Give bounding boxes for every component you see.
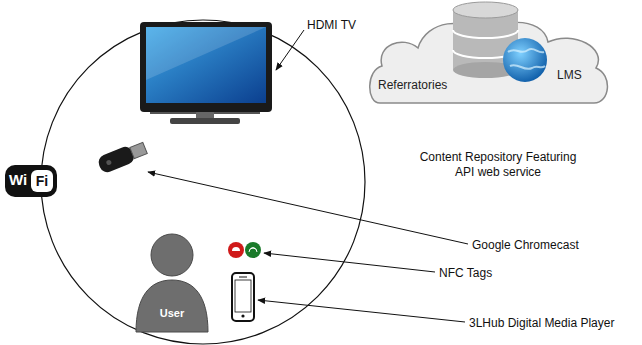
nfc-tags: [228, 242, 261, 258]
node-caption: Content Repository Featuring API web ser…: [418, 150, 578, 180]
wifi-text: Fi: [36, 173, 48, 190]
user-icon: [136, 234, 208, 332]
callout-label: Google Chromecast: [472, 238, 579, 252]
tv-icon: [140, 22, 272, 124]
wifi-text: Wi: [9, 171, 27, 189]
globe-icon: [503, 38, 547, 82]
chromecast-icon: [96, 140, 148, 175]
callout-label: 3LHub Digital Media Player: [469, 316, 614, 330]
phone-icon: [232, 273, 254, 321]
wifi-logo: [5, 165, 57, 197]
cloud-repository: Referratories LMS Content Repository Featu…: [368, 0, 608, 180]
user-text: User: [160, 307, 184, 320]
cloud-label: LMS: [557, 68, 582, 83]
callout-label: NFC Tags: [439, 266, 492, 280]
cloud-label: Referratories: [378, 78, 447, 93]
network-circle: [41, 20, 365, 344]
callout-label: HDMI TV: [307, 18, 356, 32]
